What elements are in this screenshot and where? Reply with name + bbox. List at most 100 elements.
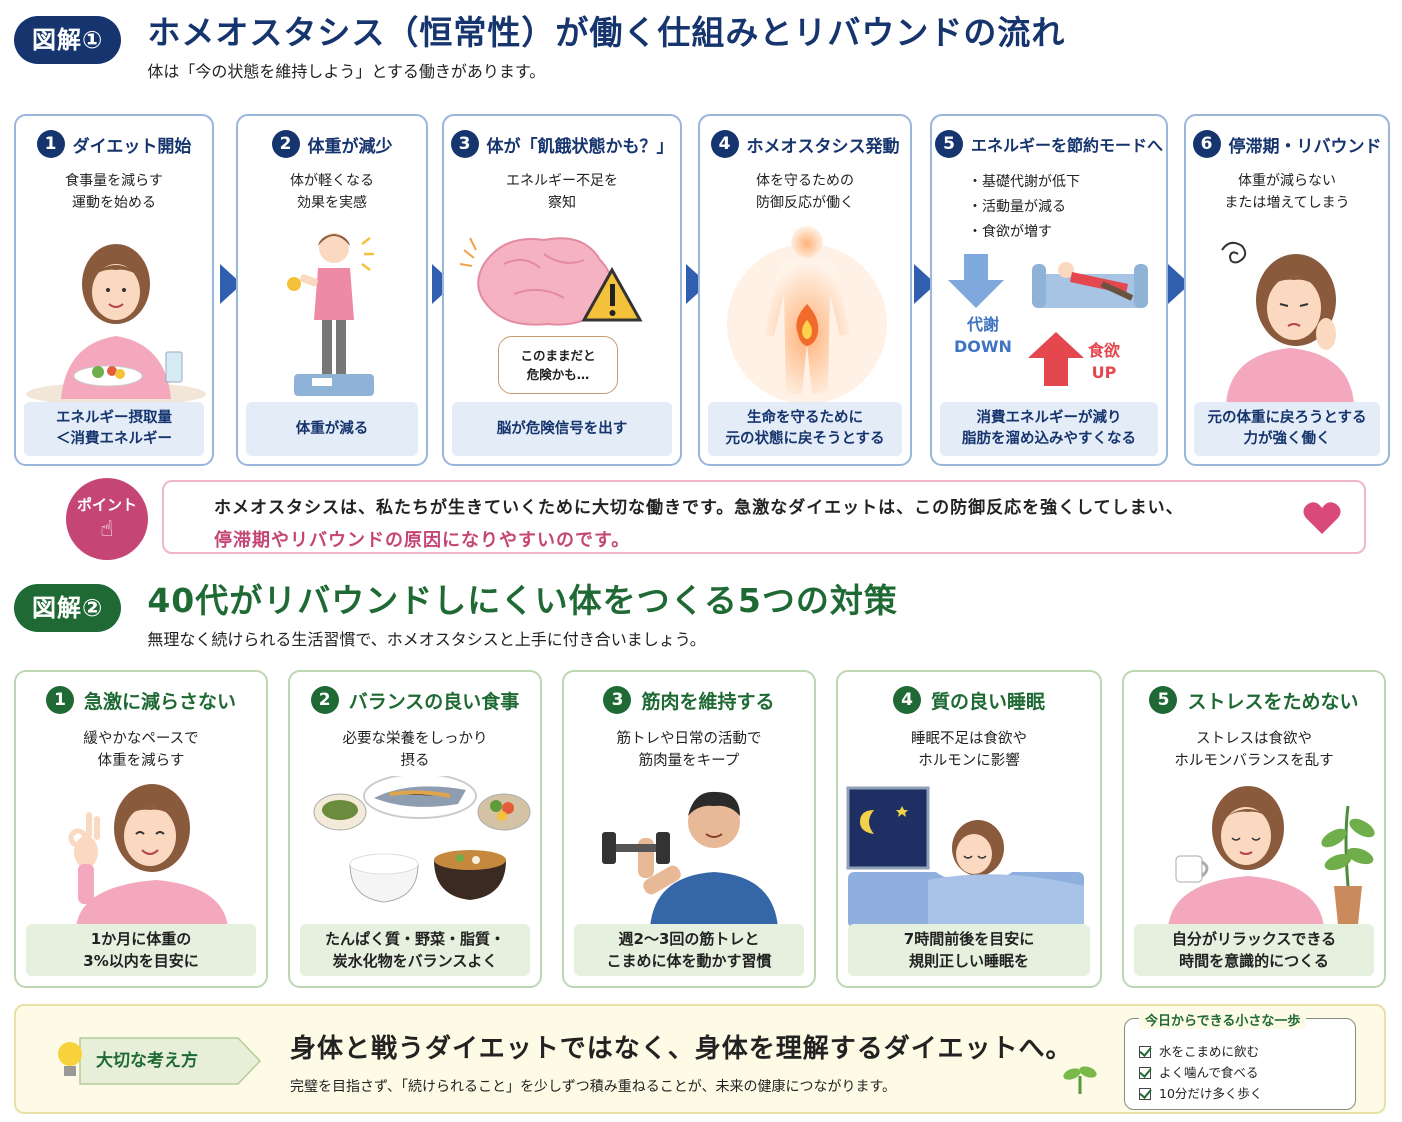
step-number: 1: [36, 130, 65, 158]
measure-footer: 自分がリラックスできる 時間を意識的につくる: [1134, 924, 1374, 976]
measure-title: 急激に減らさない: [83, 690, 236, 713]
measure-footer: 1か月に体重の 3%以内を目安に: [26, 924, 256, 976]
measure-card-1: 1 急激に減らさない 緩やかなペースで 体重を減らす 1か月に体重の 3%以内を目…: [14, 670, 268, 988]
ok-sign-woman-illustration: [68, 784, 228, 928]
bullet-item: ・食欲が増す: [968, 224, 1052, 240]
woman-on-scale-illustration: [287, 233, 374, 396]
measure-title: ストレスをためない: [1187, 690, 1359, 713]
main-message: 身体と戦うダイエットではなく、身体を理解するダイエットへ。: [290, 1034, 1073, 1064]
measure-number: 3: [603, 686, 632, 714]
bullet-list: ・基礎代謝が低下 ・活動量が減る ・食欲が増す: [968, 170, 1166, 245]
relaxing-woman-tea-illustration: [1168, 786, 1375, 928]
bottom-message-box: 大切な考え方 身体と戦うダイエットではなく、身体を理解するダイエットへ。 完璧を…: [14, 1004, 1386, 1114]
step-desc: 体が軽くなる 効果を実感: [290, 173, 374, 211]
step-footer: 元の体重に戻ろうとする 力が強く働く: [1194, 402, 1380, 456]
checkbox-checked-icon: [1139, 1045, 1151, 1058]
dumbbell-man-illustration: [602, 791, 778, 928]
measure-title: 筋肉を維持する: [641, 690, 775, 713]
point-line-2: 停滞期やリバウンドの原因になりやすいのです。: [214, 530, 631, 551]
measure-number: 1: [45, 686, 74, 714]
section2-header: 図解② 40代がリバウンドしにくい体をつくる5つの対策 無理なく続けられる生活習…: [14, 581, 898, 650]
step-number: 4: [710, 130, 739, 158]
tips-box: 今日からできる小さな一歩 水をこまめに飲む よく噛んで食べる 10分だけ多く歩く: [1124, 1010, 1356, 1110]
tips-title: 今日からできる小さな一歩: [1139, 1010, 1307, 1029]
section1-header: 図解① ホメオスタシス（恒常性）が働く仕組みとリバウンドの流れ 体は「今の状態を…: [14, 13, 1065, 82]
bullet-item: ・活動量が減る: [968, 199, 1066, 215]
measure-footer: 週2〜3回の筋トレと こまめに体を動かす習慣: [574, 924, 804, 976]
section2-badge: 図解②: [14, 584, 122, 632]
important-tag: [58, 1037, 262, 1085]
lightbulb-icon: [60, 1044, 84, 1068]
sleeping-woman-illustration: [846, 786, 1084, 928]
measure-footer: たんぱく質・野菜・脂質・ 炭水化物をバランスよく: [300, 924, 530, 976]
measure-desc: 必要な栄養をしっかり 摂る: [342, 731, 488, 769]
step-number: 2: [271, 130, 300, 158]
measure-number: 4: [892, 686, 921, 714]
measure-number: 5: [1149, 686, 1178, 714]
point-box: ホメオスタシスは、私たちが生きていくために大切な働きです。急激なダイエットは、こ…: [162, 480, 1366, 554]
measure-footer: 7時間前後を目安に 規則正しい睡眠を: [848, 924, 1090, 976]
brain-warning-illustration: [459, 237, 643, 326]
measure-desc: 睡眠不足は食欲や ホルモンに影響: [911, 731, 1027, 769]
step-desc: 体重が減らない または増えてしまう: [1224, 173, 1350, 211]
measure-title: 質の良い睡眠: [930, 690, 1045, 713]
measure-desc: 緩やかなペースで 体重を減らす: [83, 731, 199, 769]
measure-card-2: 2 バランスの良い食事 必要な栄養をしっかり 摂る たんぱく質・野菜・脂質・ 炭水…: [288, 670, 542, 988]
tip-item: 10分だけ多く歩く: [1139, 1083, 1355, 1104]
measure-title: バランスの良い食事: [348, 690, 520, 713]
pointing-hand-icon: ☝: [100, 517, 114, 542]
sub-message: 完璧を目指さず、「続けられること」を少しずつ積み重ねることが、未来の健康につなが…: [290, 1079, 897, 1095]
heart-icon: [1303, 502, 1341, 534]
step-title: ホメオスタシス発動: [746, 136, 900, 157]
step-footer: 脳が危険信号を出す: [452, 402, 672, 456]
step-card-6: 6 停滞期・リバウンド 体重が減らない または増えてしまう 元の体重に戻ろうとする…: [1184, 114, 1390, 466]
woman-eating-illustration: [26, 244, 206, 404]
step-card-2: 2 体重が減少 体が軽くなる 効果を実感 体重が減る: [236, 114, 428, 466]
step-footer: 消費エネルギーが減り 脂肪を溜め込みやすくなる: [940, 402, 1158, 456]
step-desc: エネルギー不足を 察知: [506, 173, 618, 211]
step-desc: 食事量を減らす 運動を始める: [65, 173, 163, 211]
step-number: 6: [1192, 130, 1221, 158]
step-title: 体重が減少: [307, 136, 393, 157]
point-line-1: ホメオスタシスは、私たちが生きていくために大切な働きです。急激なダイエットは、こ…: [214, 498, 1184, 518]
speech-bubble: このままだと 危険かも…: [498, 336, 618, 394]
worried-woman-illustration: [1221, 241, 1354, 404]
measure-card-4: 4 質の良い睡眠 睡眠不足は食欲や ホルモンに影響 7時間前後を目安に 規則正しい…: [836, 670, 1102, 988]
measure-number: 2: [310, 686, 339, 714]
section1-badge: 図解①: [14, 16, 122, 64]
step-title: ダイエット開始: [72, 136, 192, 157]
step-footer: エネルギー摂取量 ＜消費エネルギー: [24, 402, 204, 456]
measure-desc: ストレスは食欲や ホルモンバランスを乱す: [1174, 731, 1334, 769]
balanced-meal-illustration: [313, 776, 531, 903]
important-label: 大切な考え方: [96, 1051, 198, 1071]
step-number: 5: [934, 130, 963, 158]
sprout-icon: [1063, 1066, 1097, 1094]
step-footer: 体重が減る: [246, 402, 418, 456]
section2-title: 40代がリバウンドしにくい体をつくる5つの対策: [147, 581, 898, 620]
step-title: エネルギーを節約モードへ: [970, 136, 1163, 155]
step-card-4: 4 ホメオスタシス発動 体を守るための 防御反応が働く 生命を守るために 元の状態…: [698, 114, 912, 466]
measure-card-3: 3 筋肉を維持する 筋トレや日常の活動で 筋肉量をキープ 週2〜3回の筋トレと こ…: [562, 670, 816, 988]
step-card-1: 1 ダイエット開始 食事量を減らす 運動を始める エネルギー摂取量 ＜消費エネルギ…: [14, 114, 214, 466]
step-footer: 生命を守るために 元の状態に戻そうとする: [708, 402, 902, 456]
measure-desc: 筋トレや日常の活動で 筋肉量をキープ: [616, 731, 762, 769]
point-badge: ポイント ☝: [66, 478, 148, 560]
tip-item: よく噛んで食べる: [1139, 1062, 1355, 1083]
energy-saving-illustration: [948, 254, 1148, 386]
step-title: 体が「飢餓状態かも？」: [486, 136, 674, 157]
section1-title: ホメオスタシス（恒常性）が働く仕組みとリバウンドの流れ: [147, 13, 1066, 52]
measure-card-5: 5 ストレスをためない ストレスは食欲や ホルモンバランスを乱す 自分がリラックス…: [1122, 670, 1386, 988]
step-desc: 体を守るための 防御反応が働く: [756, 173, 854, 211]
step-card-5: 5 エネルギーを節約モードへ ・基礎代謝が低下 ・活動量が減る ・食欲が増す 代謝…: [930, 114, 1168, 466]
step-title: 停滞期・リバウンド: [1228, 136, 1382, 157]
checkbox-checked-icon: [1139, 1066, 1151, 1079]
checkbox-checked-icon: [1139, 1087, 1151, 1100]
step-number: 3: [450, 130, 479, 158]
step-card-3: 3 体が「飢餓状態かも？」 エネルギー不足を 察知 このままだと 危険かも… 脳が…: [442, 114, 682, 466]
section2-subtitle: 無理なく続けられる生活習慣で、ホメオスタシスと上手に付き合いましょう。: [147, 630, 706, 649]
tip-item: 水をこまめに飲む: [1139, 1041, 1355, 1062]
bullet-item: ・基礎代謝が低下: [968, 174, 1080, 190]
body-fire-illustration: [727, 226, 887, 404]
